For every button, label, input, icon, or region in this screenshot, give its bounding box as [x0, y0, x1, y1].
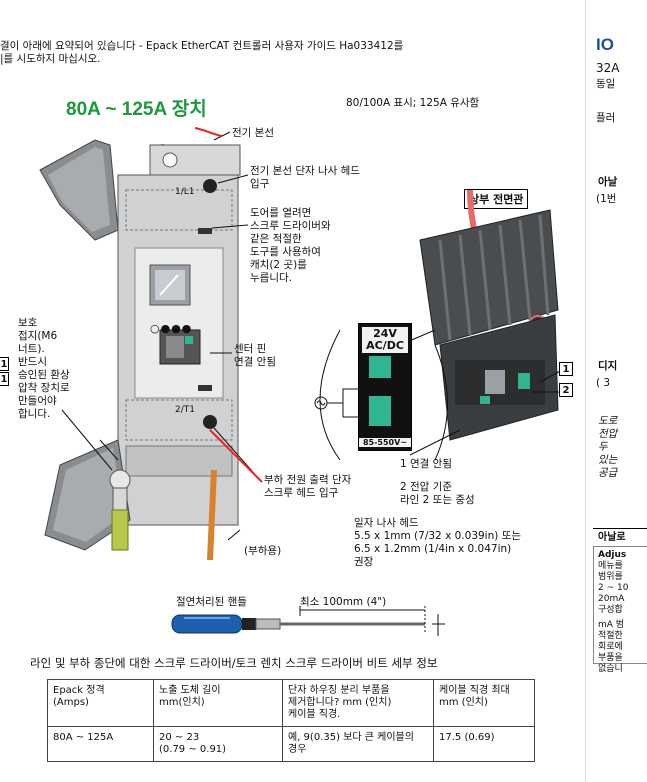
right-panel-rule — [593, 528, 647, 529]
section-title: 80A ~ 125A 장치 — [66, 99, 207, 120]
right-line-3: 플러 — [596, 112, 616, 124]
table-header-cell: Epack 정격(Amps) — [47, 679, 154, 727]
connector-zoom: 24V AC/DC 85-550V~ — [358, 323, 412, 451]
callout-center-pin: 센터 핀 연결 안됨 — [234, 343, 276, 368]
bottom-terminal-flap — [44, 439, 131, 551]
edge-badge-1: 1 — [0, 357, 9, 371]
table-cell: 17.5 (0.69) — [433, 726, 535, 762]
load-cable-orange — [207, 469, 217, 560]
screwdriver-illustration — [171, 606, 445, 636]
ground-lug — [99, 439, 131, 551]
callout-for-load: (부하용) — [244, 545, 282, 557]
right-title: IO — [596, 35, 614, 54]
connector-label-top: 24V AC/DC — [362, 327, 408, 353]
table-caption: 라인 및 부하 종단에 대한 스크루 드라이버/토크 렌치 스크루 드라이버 비… — [30, 656, 438, 670]
connector-terminal-top — [369, 356, 391, 378]
badge-2: 2 — [559, 383, 573, 397]
right-digital-heading: 디지 — [598, 360, 618, 372]
status-leds: ○●●● — [150, 322, 193, 335]
top-front-label: 상부 전면관 — [464, 189, 529, 209]
connector-note-1: 1 연결 안됨 — [400, 458, 452, 470]
right-analog-sub: (1번 — [596, 193, 617, 205]
top-terminal-flap — [39, 139, 119, 241]
callout-screw-entry: 전기 본선 단자 나사 헤드 입구 — [250, 165, 360, 190]
callout-door-open: 도어를 열려면 스크루 드라이버와 같은 적절한 도구를 사용하여 캐치(2 곳… — [250, 207, 331, 284]
callout-power-disconnect: 전기 본선 — [232, 127, 274, 139]
flat-screw-note: 일자 나사 헤드 5.5 x 1mm (7/32 x 0.039in) 또는 6… — [354, 517, 522, 568]
connector-label-bottom: 85-550V~ — [359, 438, 411, 447]
right-line-2: 동일 — [596, 78, 616, 90]
min-length-label: 최소 100mm (4") — [300, 596, 387, 608]
insulated-handle-label: 절연처리된 핸들 — [176, 596, 247, 608]
callout-load-entry: 부하 전원 출력 단자 스크루 헤드 입구 — [264, 474, 352, 499]
table-row: 80A ~ 125A 20 ~ 23(0.79 ~ 0.91) 예, 9(0.3… — [47, 726, 535, 762]
right-panel-title: 아날로 — [598, 532, 626, 543]
terminal-bottom-label: 2/T1 — [175, 405, 195, 415]
callout-ground: 보호 접지(M6 너트). 반드시 승인된 환상 압착 장치로 만들어야 합니다… — [18, 317, 70, 420]
connector-note-2: 2 전압 기준 라인 2 또는 중성 — [400, 481, 475, 506]
right-info-panel: Adjus 메뉴를 범위를 2 ~ 10 20mA 구성합 mA 범 적절한 회… — [593, 546, 647, 674]
right-italic-note: 도로 전압 두 있는 공급 — [598, 415, 618, 479]
badge-1: 1 — [559, 362, 573, 376]
table-cell: 20 ~ 23(0.79 ~ 0.91) — [153, 726, 283, 762]
device-illustration — [39, 127, 263, 560]
connector-terminal-bottom — [369, 396, 391, 426]
right-digital-sub: ( 3 — [596, 377, 611, 389]
terminal-top-label: 1/L1 — [175, 187, 195, 197]
front-panel-illustration — [319, 189, 563, 461]
right-line-1: 32A — [596, 61, 620, 75]
epack-body — [117, 144, 241, 526]
column-divider — [585, 0, 586, 782]
model-note: 80/100A 표시; 125A 유사함 — [346, 97, 480, 109]
table-cell: 80A ~ 125A — [47, 726, 154, 762]
right-analog-heading: 아날 — [598, 176, 618, 188]
edge-badge-2: 1 — [0, 372, 9, 386]
intro-line-1: 결이 아래에 요약되어 있습니다 - Epack EtherCAT 컨트롤러 사… — [0, 40, 404, 52]
ac-symbol — [314, 388, 358, 418]
intro-line-2: |를 시도하지 마십시오. — [0, 53, 101, 65]
